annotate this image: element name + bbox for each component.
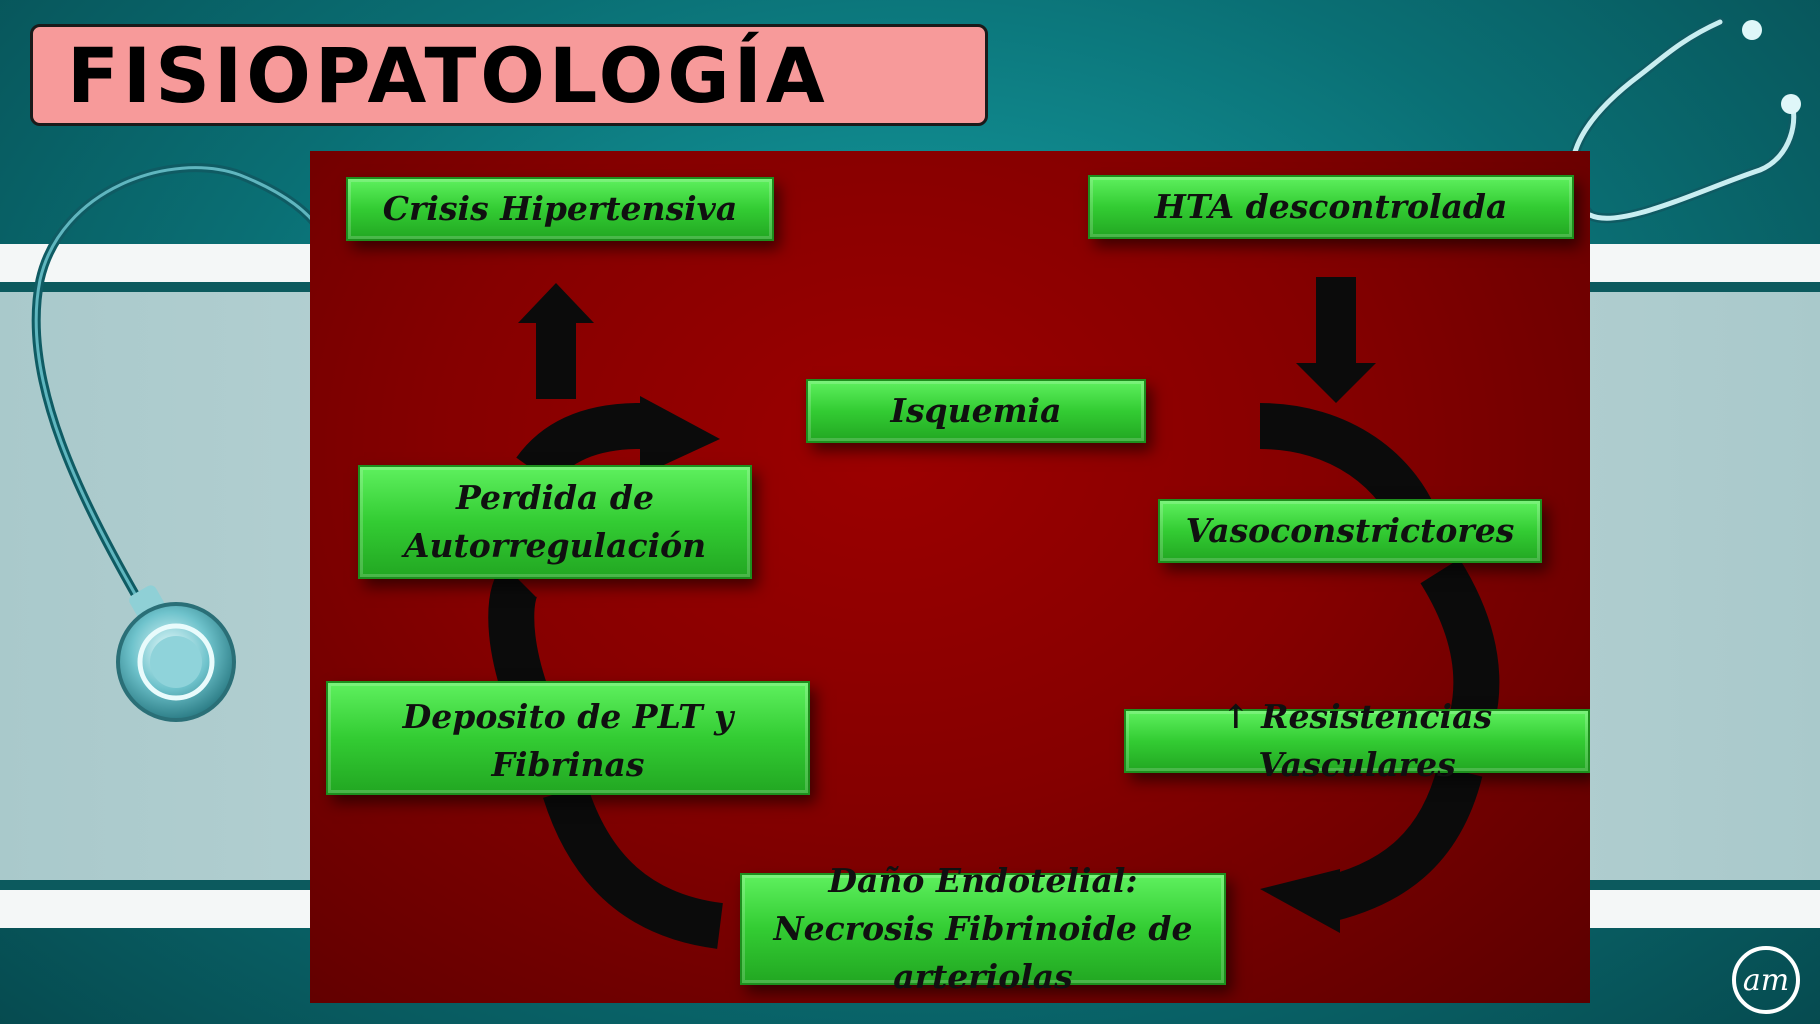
diagram-arrows xyxy=(488,277,1500,949)
node-perdida-autorregulacion-label: Perdida de Autorregulación xyxy=(403,478,707,565)
node-vasoconstrictores-label: Vasoconstrictores xyxy=(1185,511,1515,551)
node-vasoconstrictores: Vasoconstrictores xyxy=(1158,499,1542,563)
node-deposito-plt-fibrinas-label: Deposito de PLT y Fibrinas xyxy=(402,697,734,784)
node-deposito-plt-fibrinas: Deposito de PLT y Fibrinas xyxy=(326,681,810,795)
node-resistencias-vasculares: ↑ Resistencias Vasculares xyxy=(1124,697,1590,784)
arrow-down-from-hta xyxy=(1296,277,1376,403)
cycle-arc-bottom-right xyxy=(1314,764,1483,924)
node-hta-descontrolada-label: HTA descontrolada xyxy=(1154,187,1508,227)
title-banner: FISIOPATOLOGÍA xyxy=(30,24,988,126)
node-crisis-hipertensiva-label: Crisis Hipertensiva xyxy=(382,189,738,229)
node-dano-endotelial-label: Daño Endotelial: Necrosis Fibrinoide de … xyxy=(773,861,1193,996)
brand-logo-text: am xyxy=(1742,962,1790,998)
arrowhead-to-dano xyxy=(1260,869,1340,933)
arrowhead-to-isquemia xyxy=(640,396,720,476)
node-perdida-autorregulacion: Perdida de Autorregulación xyxy=(358,465,752,579)
node-crisis-hipertensiva: Crisis Hipertensiva xyxy=(346,177,774,241)
node-isquemia-label: Isquemia xyxy=(890,391,1062,431)
cycle-arc-bottom-left xyxy=(543,783,724,949)
slide-title: FISIOPATOLOGÍA xyxy=(67,30,829,120)
flow-diagram: Crisis Hipertensiva HTA descontrolada Is… xyxy=(310,151,1590,1003)
node-isquemia: Isquemia xyxy=(806,379,1146,443)
arrow-up-to-crisis xyxy=(518,283,594,399)
node-hta-descontrolada: HTA descontrolada xyxy=(1088,175,1574,239)
node-resistencias-vasculares-label: ↑ Resistencias Vasculares xyxy=(1221,697,1493,784)
brand-logo: am xyxy=(1732,946,1800,1014)
cycle-arc-left xyxy=(488,564,547,699)
node-dano-endotelial: Daño Endotelial: Necrosis Fibrinoide de … xyxy=(740,861,1226,996)
cycle-arc-top-left xyxy=(516,403,641,486)
